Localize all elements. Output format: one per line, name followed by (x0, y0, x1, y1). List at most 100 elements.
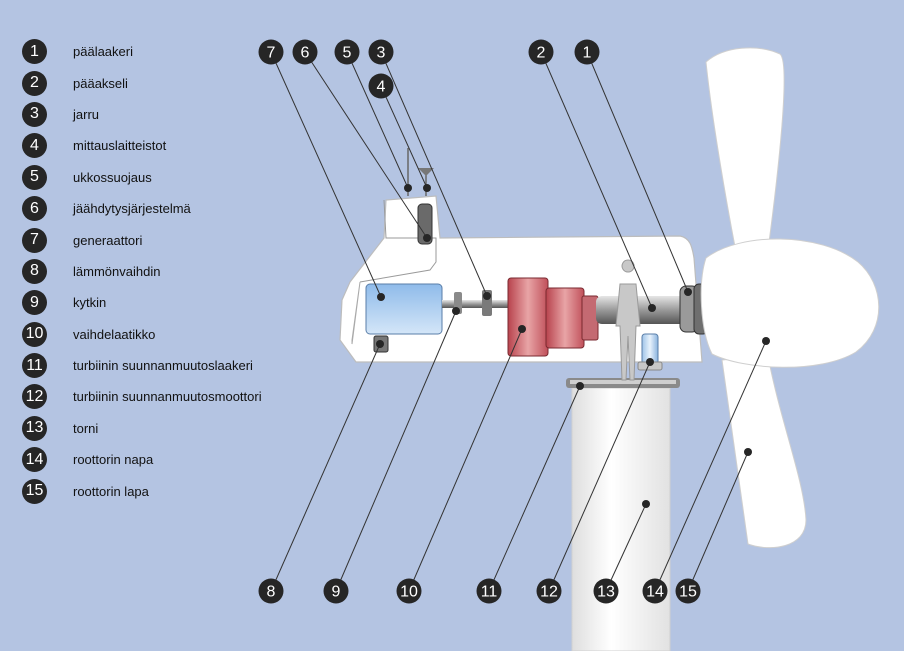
legend-label: jäähdytysjärjestelmä (73, 201, 191, 217)
legend-label: jarru (73, 106, 100, 122)
leader-line (380, 85, 428, 189)
tower (571, 387, 671, 651)
leader-line (605, 503, 647, 592)
rotor-hub (700, 238, 880, 368)
callout-number: 4 (377, 79, 386, 96)
leader-line (488, 385, 581, 592)
legend-number: 11 (22, 353, 47, 379)
legend-label: kytkin (73, 295, 107, 311)
callout-number: 11 (481, 584, 498, 601)
callout-badge (368, 73, 394, 99)
legend-label: lämmönvaihdin (73, 263, 161, 279)
legend-number: 9 (22, 290, 47, 316)
leader-line (408, 328, 523, 592)
cooling-compartment (359, 199, 437, 283)
callout-number: 15 (679, 584, 697, 601)
callout-number: 7 (267, 45, 276, 62)
legend-label: turbiinin suunnanmuutoslaakeri (73, 358, 253, 374)
legend-item: 6 jäähdytysjärjestelmä (22, 193, 262, 224)
legend-label: roottorin napa (73, 452, 154, 468)
callout-number: 12 (540, 584, 558, 601)
leader-dot (576, 382, 584, 390)
lower-blade (721, 355, 807, 549)
leader-line (687, 451, 749, 592)
legend-number: 2 (22, 70, 47, 96)
callout-number: 3 (377, 45, 386, 62)
callout-badge (536, 578, 562, 604)
gearbox (507, 277, 599, 357)
legend-number: 6 (22, 196, 47, 222)
legend-number: 8 (22, 258, 47, 284)
leader-line (586, 51, 689, 293)
leader-dot (452, 307, 460, 315)
legend-item: 9 kytkin (22, 287, 262, 318)
legend-item: 14 roottorin napa (22, 444, 262, 475)
callout-badge (258, 578, 284, 604)
person-silhouette (615, 259, 641, 381)
leader-dot (376, 340, 384, 348)
legend-label: ukkossuojaus (73, 169, 152, 185)
legend-item: 10 vaihdelaatikko (22, 319, 262, 350)
callout-badge (574, 39, 600, 65)
callout-number: 13 (597, 584, 615, 601)
callout-number: 14 (646, 584, 664, 601)
legend-label: generaattori (73, 232, 143, 248)
callout-number: 6 (301, 45, 310, 62)
legend-number: 15 (22, 478, 47, 504)
legend-item: 7 generaattori (22, 224, 262, 255)
legend-number: 10 (22, 321, 47, 347)
callout-badge (292, 39, 318, 65)
main-shaft (596, 296, 690, 324)
callout-badge (334, 39, 360, 65)
callout-number: 2 (537, 45, 546, 62)
legend-number: 7 (22, 227, 47, 253)
leader-dot (423, 234, 431, 242)
legend-item: 12 turbiinin suunnanmuutosmoottori (22, 381, 262, 412)
legend-label: roottorin lapa (73, 483, 149, 499)
leader-line (270, 343, 381, 592)
leader-dot (518, 325, 526, 333)
leader-line (654, 340, 767, 592)
callout-number: 9 (332, 584, 341, 601)
leader-line (380, 51, 488, 297)
legend-item: 15 roottorin lapa (22, 475, 262, 506)
callout-badge (528, 39, 554, 65)
legend-label: päälaakeri (73, 44, 133, 60)
callout-badge (675, 578, 701, 604)
yaw-bearing (566, 378, 680, 388)
leader-line (335, 310, 457, 592)
leader-dot (648, 304, 656, 312)
upper-blade (705, 47, 785, 253)
leader-dot (423, 184, 431, 192)
legend-label: vaihdelaatikko (73, 326, 156, 342)
callout-number: 5 (343, 45, 352, 62)
legend-label: pääakseli (73, 75, 128, 91)
callout-badge (642, 578, 668, 604)
legend-number: 4 (22, 133, 47, 159)
legend-label: torni (73, 420, 99, 436)
legend-item: 8 lämmönvaihdin (22, 256, 262, 287)
callout-badge (258, 39, 284, 65)
leader-lines (270, 51, 770, 592)
legend-number: 12 (22, 384, 47, 410)
legend-number: 13 (22, 415, 47, 441)
callout-badge (323, 578, 349, 604)
leader-dot (646, 358, 654, 366)
legend-label: turbiinin suunnanmuutosmoottori (73, 389, 262, 405)
callout-number: 8 (267, 584, 276, 601)
leader-line (548, 361, 651, 592)
legend-number: 14 (22, 447, 47, 473)
leader-dot (483, 292, 491, 300)
legend-item: 13 torni (22, 413, 262, 444)
legend-item: 2 pääakseli (22, 67, 262, 98)
leader-dot (642, 500, 650, 508)
leader-line (346, 51, 409, 189)
callout-number: 1 (583, 45, 592, 62)
callout-badge (593, 578, 619, 604)
